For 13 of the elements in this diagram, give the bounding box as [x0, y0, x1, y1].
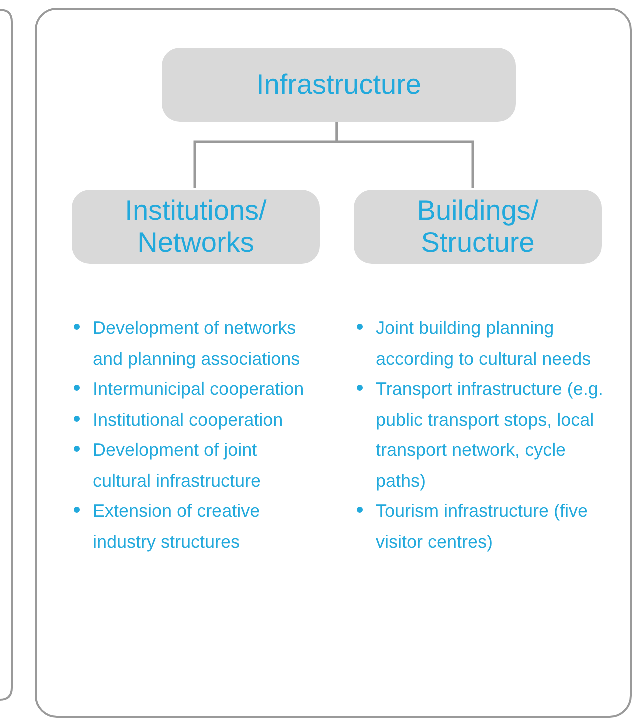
category-box: Institutions/ Networks — [72, 190, 320, 264]
bullet-item: Joint building planning according to cultural needs — [353, 313, 609, 374]
bullet-item: Institutional cooperation — [70, 404, 320, 435]
bullet-item: Transport infrastructure (e.g. public transport stops, local transport network, cycle paths) — [353, 374, 609, 496]
category-box: Buildings/ Structure — [354, 190, 602, 264]
category-box: Infrastructure — [162, 48, 516, 122]
bullet-item: Intermunicipal cooperation — [70, 374, 320, 404]
bullet-item: Development of networks and planning associations — [70, 313, 320, 374]
bullet-item: Tourism infrastructure (five visitor centres) — [353, 496, 609, 557]
bullet-item: Development of joint cultural infrastructure — [70, 435, 320, 496]
connector-line — [336, 120, 474, 188]
bullet-item: Extension of creative industry structures — [70, 496, 320, 557]
panel-frame — [35, 8, 632, 718]
